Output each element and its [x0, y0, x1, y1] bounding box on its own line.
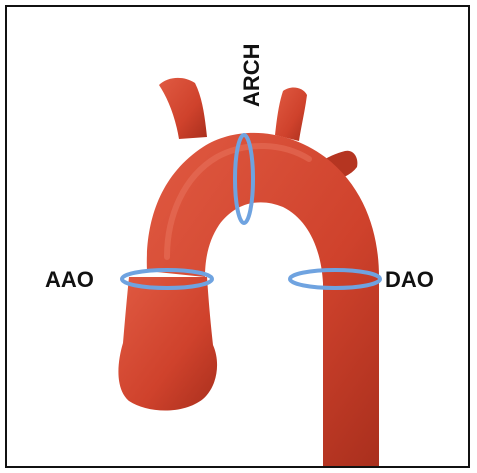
brachiocephalic-branch — [159, 78, 207, 139]
aao-label: AAO — [45, 267, 94, 292]
carotid-branch — [275, 88, 307, 141]
dao-label: DAO — [385, 267, 434, 292]
figure-frame: ARCH AAO DAO — [5, 5, 470, 468]
aorta-diagram: ARCH AAO DAO — [7, 7, 470, 468]
arch-label: ARCH — [239, 43, 264, 107]
ascending-aorta-root — [118, 277, 217, 411]
